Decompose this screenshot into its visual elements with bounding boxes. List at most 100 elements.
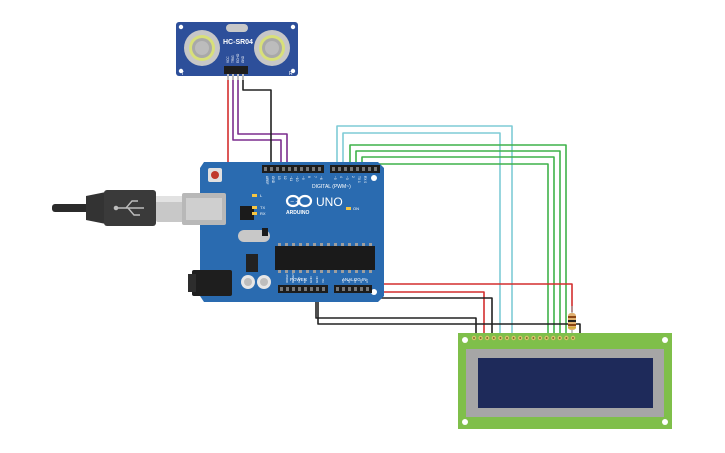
sensor-pin-gnd[interactable] [242, 74, 244, 80]
analog-header-label: ANALOG IN [342, 277, 367, 282]
wire-sensor-trig [232, 78, 282, 168]
digital-pin-label: RX 0 [363, 176, 367, 183]
power-analog-pin[interactable] [298, 287, 301, 291]
chip-pin [334, 243, 337, 246]
power-analog-pin[interactable] [336, 287, 339, 291]
wire-lcd-rs [336, 125, 513, 336]
usb-cable-wire [52, 204, 90, 212]
sensor-pin-label: ECHO [236, 53, 240, 63]
sensor-pin-trig[interactable] [232, 74, 234, 80]
lcd-16x2-display[interactable] [458, 333, 672, 429]
power-analog-pin[interactable] [354, 287, 357, 291]
wire-lcd-d7 [367, 163, 549, 336]
led-tx [252, 206, 257, 209]
power-analog-pin-label: GND [309, 276, 313, 284]
digital-pin-label: 8 [307, 176, 311, 178]
power-analog-pin-label: GND [315, 276, 319, 284]
power-analog-pin[interactable] [310, 287, 313, 291]
power-analog-pin[interactable] [286, 287, 289, 291]
lcd-pin-hole [565, 337, 568, 339]
digital-pin[interactable] [294, 167, 297, 171]
power-analog-pin[interactable] [316, 287, 319, 291]
backlight-resistor[interactable] [568, 306, 576, 338]
power-analog-pin-label: A0 [341, 279, 345, 283]
usb-cable [52, 190, 192, 226]
digital-pin-label: GND [271, 176, 275, 184]
lcd-pin-hole [539, 337, 541, 339]
wire-lcd-d6 [361, 156, 555, 336]
mount-hole [371, 289, 377, 295]
sensor-pins[interactable] [227, 74, 244, 80]
chip-pin [362, 270, 365, 273]
digital-pin[interactable] [344, 167, 347, 171]
digital-pin[interactable] [270, 167, 273, 171]
chip-pin [341, 270, 344, 273]
power-analog-pin[interactable] [280, 287, 283, 291]
sensor-pin-block [224, 66, 248, 74]
wire-lcd-k [317, 286, 581, 336]
lcd-pin-header[interactable] [471, 335, 576, 341]
digital-pin[interactable] [356, 167, 359, 171]
digital-pin[interactable] [362, 167, 365, 171]
digital-pin[interactable] [288, 167, 291, 171]
digital-pin[interactable] [300, 167, 303, 171]
digital-pin[interactable] [306, 167, 309, 171]
digital-pin[interactable] [350, 167, 353, 171]
reset-button-cap[interactable] [211, 171, 219, 179]
chip-pin [299, 243, 302, 246]
chip-pin [355, 243, 358, 246]
digital-pin[interactable] [264, 167, 267, 171]
digital-pin[interactable] [312, 167, 315, 171]
chip-pin [292, 270, 295, 273]
lcd-pin-hole [499, 337, 502, 339]
lcd-screen [478, 358, 653, 408]
chip-pin [369, 243, 372, 246]
atmega-chip-pins [278, 243, 372, 273]
power-analog-pin[interactable] [304, 287, 307, 291]
power-header-label: POWER [290, 277, 308, 282]
digital-pin[interactable] [374, 167, 377, 171]
usb-cable-strain-relief [86, 192, 106, 224]
chip-pin [341, 243, 344, 246]
sensor-mount-hole [178, 68, 184, 74]
chip-pin [320, 270, 323, 273]
power-analog-pin[interactable] [360, 287, 363, 291]
power-analog-pin[interactable] [366, 287, 369, 291]
model-label: UNO [316, 195, 343, 209]
arduino-uno-board[interactable]: L TX RX ON – + ARDUINO UNO DIGITAL (PWM~… [182, 162, 384, 302]
sensor-pin-echo[interactable] [237, 74, 239, 80]
digital-pin-label: 12 [283, 176, 287, 180]
digital-pin[interactable] [276, 167, 279, 171]
logo-wordmark: ARDUINO [286, 210, 309, 216]
power-analog-pin[interactable] [322, 287, 325, 291]
chip-pin [348, 270, 351, 273]
digital-pin-label: TX 1 [357, 176, 361, 183]
lcd-pin-hole [479, 337, 482, 339]
power-analog-pin[interactable] [348, 287, 351, 291]
digital-pin[interactable] [318, 167, 321, 171]
digital-pin[interactable] [338, 167, 341, 171]
power-analog-pin[interactable] [292, 287, 295, 291]
digital-pin[interactable] [368, 167, 371, 171]
sensor-r-mark: R [289, 71, 293, 77]
led-label-rx: RX [260, 211, 266, 216]
sensor-mount-hole [178, 24, 184, 30]
power-analog-pin-label: A2 [353, 279, 357, 283]
lcd-pin-hole [506, 337, 508, 339]
digital-pin[interactable] [332, 167, 335, 171]
header-strip [334, 285, 372, 293]
led-l [252, 194, 257, 197]
power-analog-pin-label: Vin [321, 278, 325, 283]
header-strip [262, 165, 324, 173]
power-analog-pin[interactable] [342, 287, 345, 291]
lcd-pin-hole [572, 337, 574, 339]
sensor-pin-label: VCC [226, 56, 230, 63]
led-label-tx: TX [260, 205, 265, 210]
digital-pin[interactable] [282, 167, 285, 171]
sensor-pin-vcc[interactable] [227, 74, 229, 80]
